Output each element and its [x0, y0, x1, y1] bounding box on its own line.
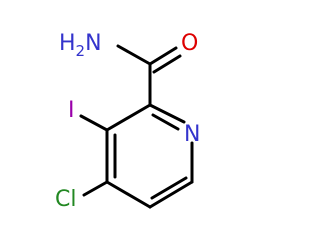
amide-hydrogen: H — [59, 31, 76, 56]
molecule-structure: H2N O N I Cl — [55, 31, 200, 212]
bond-c5-c6-double — [150, 176, 188, 200]
amide-nitrogen: N — [85, 31, 101, 56]
bond-n1-c2 — [148, 103, 186, 124]
structure-canvas: H2N O N I Cl — [55, 31, 201, 212]
chlorine-label: Cl — [55, 187, 76, 212]
oxygen-label: O — [181, 31, 198, 56]
amide-hydrogen-count: 2 — [76, 42, 86, 60]
bond-c3-iodine — [79, 114, 109, 132]
bond-n1-c2-double — [151, 113, 180, 131]
bond-carbonyl-o-double — [152, 54, 182, 74]
bond-c4-chlorine — [82, 180, 109, 197]
bond-c2-c3 — [105, 103, 152, 132]
iodine-label: I — [68, 98, 75, 123]
bond-c5-c6 — [148, 180, 194, 209]
amide-nitrogen-label: H2N — [59, 31, 102, 60]
bond-carbonyl-o — [148, 46, 178, 66]
ring-nitrogen-label: N — [184, 122, 200, 147]
bonds — [79, 44, 194, 209]
bond-c4-c5 — [105, 180, 152, 209]
bond-carbonyl-n — [116, 44, 152, 66]
atom-labels: H2N O N I Cl — [55, 31, 200, 212]
